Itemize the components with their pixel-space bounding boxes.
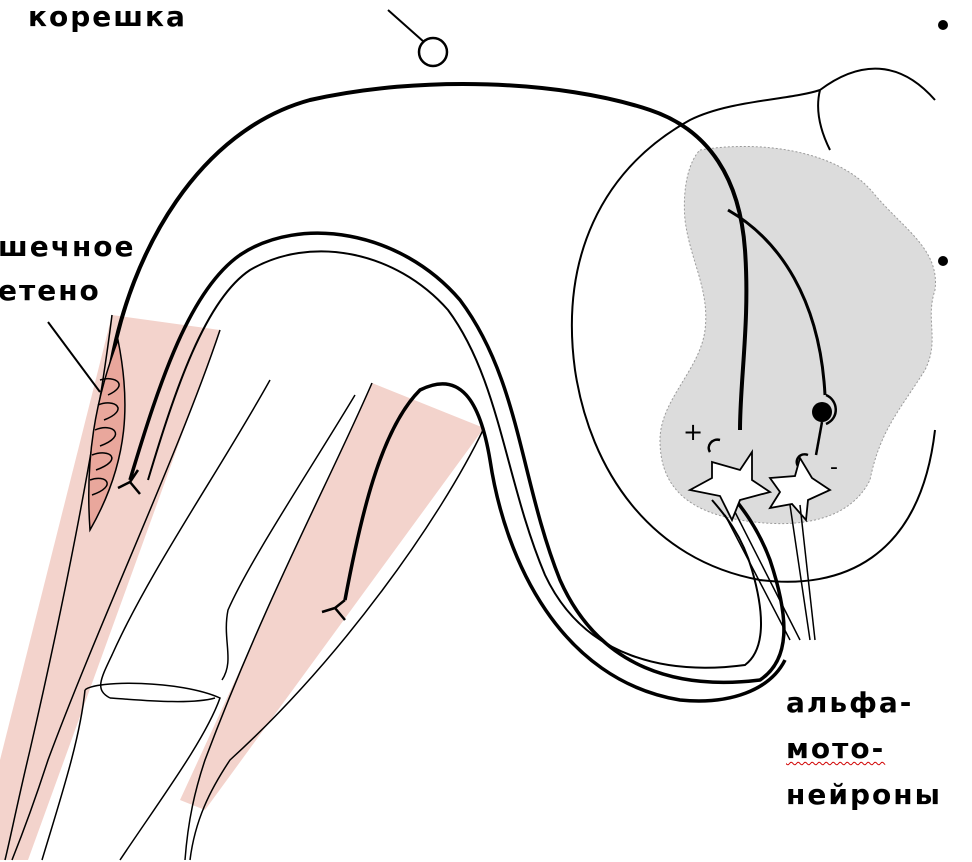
afferent-fiber: [110, 84, 746, 430]
alpha-label-line3: нейроны: [786, 778, 942, 811]
lower-muscle: [180, 383, 484, 810]
root-label: корешка: [28, 0, 187, 33]
spindle-pointer: [48, 322, 100, 392]
spindle-label-line2: етено: [0, 274, 101, 307]
alpha-label-line1: альфа-: [786, 686, 913, 719]
interneuron-icon: [812, 402, 832, 422]
spindle-label-line1: шечное: [0, 230, 136, 263]
bullet-2: [938, 256, 948, 266]
bullet-1: [938, 20, 948, 30]
alpha-label-line2: мото-: [786, 732, 885, 765]
motor-axons: [725, 505, 815, 640]
root-pointer: [388, 10, 424, 42]
plus-sign: +: [683, 418, 703, 446]
minus-sign: -: [830, 455, 838, 480]
